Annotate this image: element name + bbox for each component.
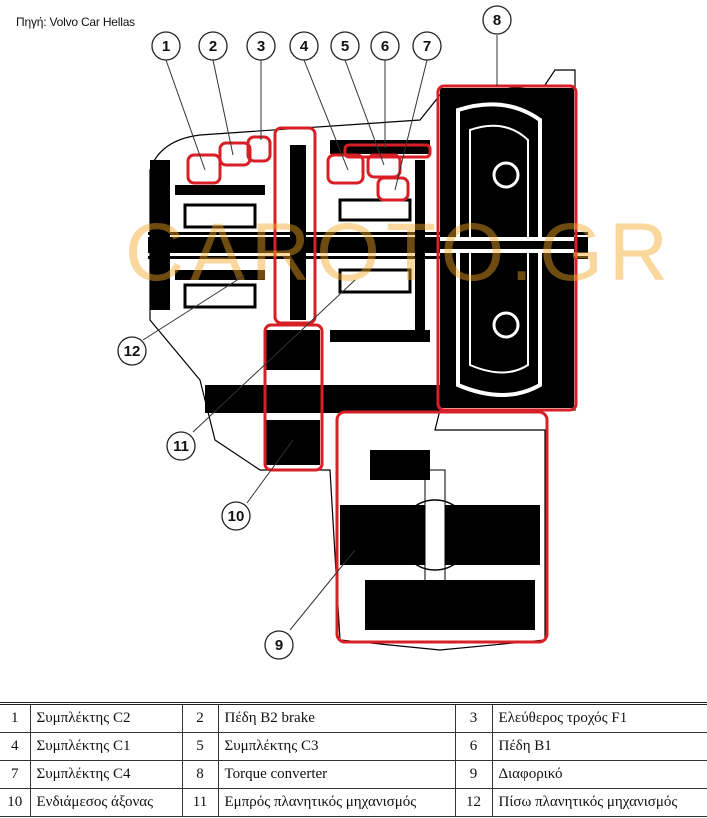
callout-8: 8 xyxy=(482,5,512,35)
callout-circle xyxy=(246,31,276,61)
callout-circle xyxy=(198,31,228,61)
callout-number: 8 xyxy=(493,12,501,29)
callout-circle xyxy=(264,630,294,660)
legend-number: 12 xyxy=(454,788,493,817)
source-caption: Πηγή: Volvo Car Hellas xyxy=(16,15,135,29)
torque-converter xyxy=(440,88,574,408)
callout-12: 12 xyxy=(117,336,147,366)
legend-label: Ελεύθερος τροχός F1 xyxy=(491,703,707,733)
legend-label: Ενδιάμεσος άξονας xyxy=(29,788,183,817)
legend-label: Πέδη B2 brake xyxy=(217,703,456,733)
legend-row: 7 Συμπλέκτης C4 8 Torque converter 9 Δια… xyxy=(0,760,707,789)
highlight-b1 xyxy=(343,143,432,159)
legend-number: 1 xyxy=(0,703,31,733)
callout-7: 7 xyxy=(412,31,442,61)
highlight-b2 xyxy=(218,141,252,167)
legend-number: 7 xyxy=(0,760,31,789)
legend-row: 4 Συμπλέκτης C1 5 Συμπλέκτης C3 6 Πέδη B… xyxy=(0,732,707,761)
legend-label: Συμπλέκτης C1 xyxy=(29,732,183,761)
highlight-drum xyxy=(273,126,317,325)
legend-label: Συμπλέκτης C4 xyxy=(29,760,183,789)
legend-label: Πίσω πλανητικός μηχανισμός xyxy=(491,788,707,817)
leader-lines xyxy=(142,35,498,631)
callout-number: 10 xyxy=(228,508,245,525)
callout-9: 9 xyxy=(264,630,294,660)
callout-circle xyxy=(166,431,196,461)
callout-circle xyxy=(330,31,360,61)
callout-number: 11 xyxy=(173,438,189,455)
callout-5: 5 xyxy=(330,31,360,61)
callout-circle xyxy=(221,501,251,531)
highlight-intermediate-shaft xyxy=(263,323,324,472)
highlight-differential xyxy=(335,410,549,644)
highlight-boxes xyxy=(186,84,578,644)
legend-number: 4 xyxy=(0,732,31,761)
legend-label: Διαφορικό xyxy=(491,760,707,789)
highlight-f1 xyxy=(246,135,272,163)
legend-number: 8 xyxy=(181,760,219,789)
watermark: CAROTO.GR xyxy=(125,207,674,298)
legend-row: 1 Συμπλέκτης C2 2 Πέδη B2 brake 3 Ελεύθε… xyxy=(0,703,707,733)
callout-circle xyxy=(482,5,512,35)
legend-number: 3 xyxy=(454,703,493,733)
callout-1: 1 xyxy=(151,31,181,61)
legend-label: Συμπλέκτης C2 xyxy=(29,703,183,733)
legend-number: 2 xyxy=(181,703,219,733)
callout-circle xyxy=(370,31,400,61)
highlight-c2 xyxy=(186,153,222,185)
legend-label: Συμπλέκτης C3 xyxy=(217,732,456,761)
callout-number: 1 xyxy=(162,38,170,55)
callout-2: 2 xyxy=(198,31,228,61)
legend-number: 11 xyxy=(181,788,219,817)
callout-11: 11 xyxy=(166,431,196,461)
legend-table: 1 Συμπλέκτης C2 2 Πέδη B2 brake 3 Ελεύθε… xyxy=(0,702,707,817)
differential xyxy=(340,450,540,630)
callout-circle xyxy=(412,31,442,61)
callout-number: 4 xyxy=(300,38,309,55)
legend-label: Πέδη B1 xyxy=(491,732,707,761)
callout-number: 6 xyxy=(381,38,389,55)
callout-number: 9 xyxy=(275,637,283,654)
callout-number: 5 xyxy=(341,38,349,55)
highlight-torque-converter xyxy=(436,84,578,412)
callout-number: 2 xyxy=(209,38,217,55)
callout-6: 6 xyxy=(370,31,400,61)
callout-number: 7 xyxy=(423,38,431,55)
legend-label: Εμπρός πλανητικός μηχανισμός xyxy=(217,788,456,817)
callout-4: 4 xyxy=(289,31,319,61)
callout-3: 3 xyxy=(246,31,276,61)
legend-number: 5 xyxy=(181,732,219,761)
callout-circle xyxy=(151,31,181,61)
legend-label: Torque converter xyxy=(217,760,456,789)
callout-number: 12 xyxy=(124,343,141,360)
legend-row: 10 Ενδιάμεσος άξονας 11 Εμπρός πλανητικό… xyxy=(0,788,707,817)
callout-circle xyxy=(289,31,319,61)
callout-10: 10 xyxy=(221,501,251,531)
legend-number: 10 xyxy=(0,788,31,817)
callout-circle xyxy=(117,336,147,366)
legend-number: 6 xyxy=(454,732,493,761)
legend-number: 9 xyxy=(454,760,493,789)
highlight-c4 xyxy=(376,176,410,202)
callout-number: 3 xyxy=(257,38,265,55)
